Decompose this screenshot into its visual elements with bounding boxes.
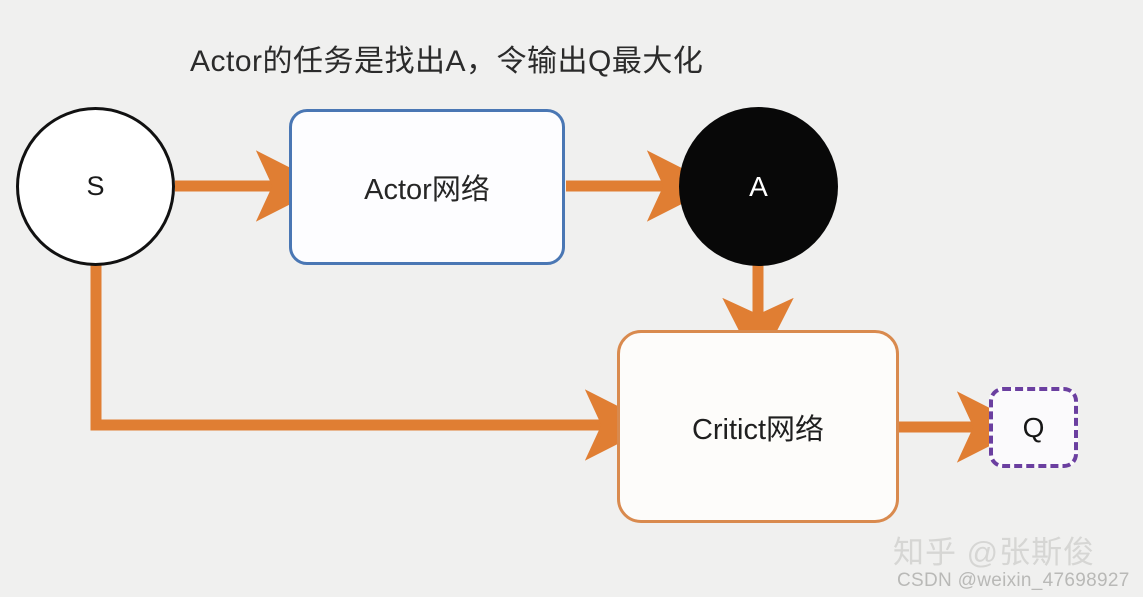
node-q-value[interactable]: Q bbox=[989, 387, 1078, 468]
node-action-a[interactable]: A bbox=[679, 107, 838, 266]
node-state-label: S bbox=[86, 171, 105, 201]
node-action-label: A bbox=[749, 170, 768, 202]
node-state-s[interactable]: S bbox=[16, 107, 175, 266]
watermark-zhihu: 知乎 @张斯俊 bbox=[893, 535, 1096, 570]
watermark-csdn: CSDN @weixin_47698927 bbox=[897, 570, 1130, 591]
node-q-label: Q bbox=[1022, 411, 1045, 443]
node-actor-network[interactable]: Actor网络 bbox=[289, 109, 565, 265]
diagram-title: Actor的任务是找出A，令输出Q最大化 bbox=[190, 45, 704, 78]
node-critic-network[interactable]: Critict网络 bbox=[617, 330, 899, 523]
node-actor-label: Actor网络 bbox=[364, 174, 490, 206]
node-critic-label: Critict网络 bbox=[691, 413, 825, 446]
edge-s-to-critic bbox=[90, 262, 656, 461]
